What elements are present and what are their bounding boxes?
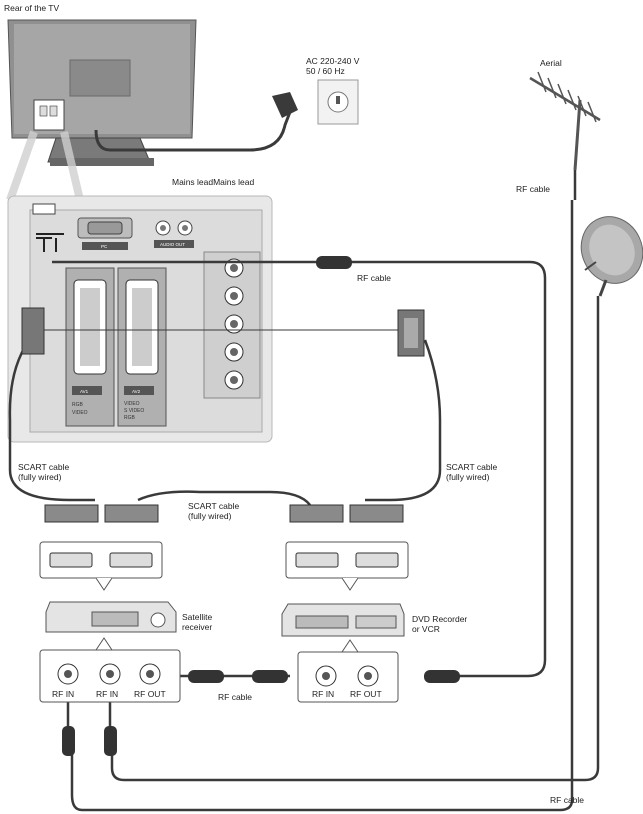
scart-right-label-2: (fully wired): [446, 472, 490, 482]
scart-cable-right: [365, 339, 442, 502]
ac-voltage-label: AC 220-240 V: [306, 56, 360, 66]
rf-plug-sat-in-2: [104, 726, 117, 756]
dvd-rf-out-label: RF OUT: [350, 689, 382, 699]
panel-aerial-socket: [32, 203, 56, 215]
av2-rgb-label: RGB: [124, 415, 136, 421]
mains-lead-cable: [94, 111, 292, 152]
scart-socket-boxes: [39, 541, 409, 591]
scart-center-label-1: SCART cable: [188, 501, 239, 511]
scart-left-label-2: (fully wired): [18, 472, 62, 482]
scart-plug-dvd-2: [349, 504, 404, 523]
dvd-label-1: DVD Recorder: [412, 614, 467, 624]
rf-cable-lower-label: RF cable: [218, 692, 252, 702]
scart-left-label-1: SCART cable: [18, 462, 69, 472]
rf-cable-bottom-label: RF cable: [550, 795, 584, 805]
scart-cable-center: [137, 490, 311, 506]
audio-out-label: AUDIO OUT: [160, 242, 185, 247]
rf-cable-panel: [52, 260, 547, 600]
cables: [8, 170, 600, 812]
av1-video-label: VIDEO: [72, 410, 88, 416]
av2-video-label: VIDEO: [124, 401, 140, 407]
rf-plug-dvd-out: [424, 670, 460, 683]
pc-label: PC: [101, 244, 108, 249]
scart-center-label-2: (fully wired): [188, 511, 232, 521]
rf-cable-mid-label: RF cable: [357, 273, 391, 283]
ac-freq-label: 50 / 60 Hz: [306, 66, 345, 76]
sat-rf-out-label: RF OUT: [134, 689, 166, 699]
tv-terminal-panel: PC AUDIO OUT AV1 RGB VIDEO AV2 VIDEO S V…: [7, 195, 273, 443]
sat-rf-in-2-label: RF IN: [96, 689, 118, 699]
mains-connection: AC 220-240 V 50 / 60 Hz Mains leadMains …: [94, 56, 360, 187]
tv-vesa-plate: [69, 59, 131, 97]
aerial-antenna: Aerial RF cable: [516, 58, 601, 194]
scart-plug-sat-2: [104, 504, 159, 523]
mains-plug: [272, 92, 298, 118]
sat-rf-in-1-label: RF IN: [52, 689, 74, 699]
tv-rear: Rear of the TV: [4, 3, 197, 202]
scart-plug-left: [21, 307, 45, 355]
dvd-rf-box: [297, 651, 399, 703]
mains-lead-label: Mains leadMains lead: [172, 177, 254, 187]
tv-terminal-block: [33, 99, 65, 131]
rf-plug-sat-in-1: [62, 726, 75, 756]
av1-rgb-label: RGB: [72, 402, 84, 408]
scart-plug-sat-1: [44, 504, 99, 523]
aerial-input-symbol: [36, 233, 64, 252]
rf-plugs: [62, 256, 460, 756]
satellite-label-1: Satellite: [182, 612, 213, 622]
dvd-recorder: DVD Recorder or VCR: [281, 603, 467, 637]
rear-of-tv-label: Rear of the TV: [4, 3, 59, 13]
satellite-receiver: Satellite receiver: [45, 601, 213, 633]
rf-leads-down: [66, 700, 112, 730]
satellite-dish: [580, 216, 643, 297]
rf-cable-aerial-long: [70, 200, 574, 812]
cable-labels: RF cable SCART cable (fully wired) SCART…: [18, 273, 584, 805]
aerial-label: Aerial: [540, 58, 562, 68]
rf-cable-dish: [110, 296, 600, 782]
rf-plug-sat-out: [188, 670, 224, 683]
av1-label: AV1: [80, 389, 89, 394]
av2-label: AV2: [132, 389, 141, 394]
rf-port-boxes: RF IN RF IN RF OUT RF IN RF OUT: [39, 637, 399, 703]
rf-cable-top-label: RF cable: [516, 184, 550, 194]
scart-plug-dvd-1: [289, 504, 344, 523]
scart-plugs-panel: [21, 307, 425, 357]
tv-stand-base: [50, 158, 154, 166]
rf-plug-panel: [316, 256, 352, 269]
rf-plug-dvd-in: [252, 670, 288, 683]
scart-right-label-1: SCART cable: [446, 462, 497, 472]
av2-svideo-label: S VIDEO: [124, 408, 144, 414]
dvd-rf-in-label: RF IN: [312, 689, 334, 699]
dvd-label-2: or VCR: [412, 624, 440, 634]
rf-cable-aerial-drop: [455, 170, 577, 678]
scart-plugs-devices: [44, 504, 404, 523]
satellite-label-2: receiver: [182, 622, 212, 632]
